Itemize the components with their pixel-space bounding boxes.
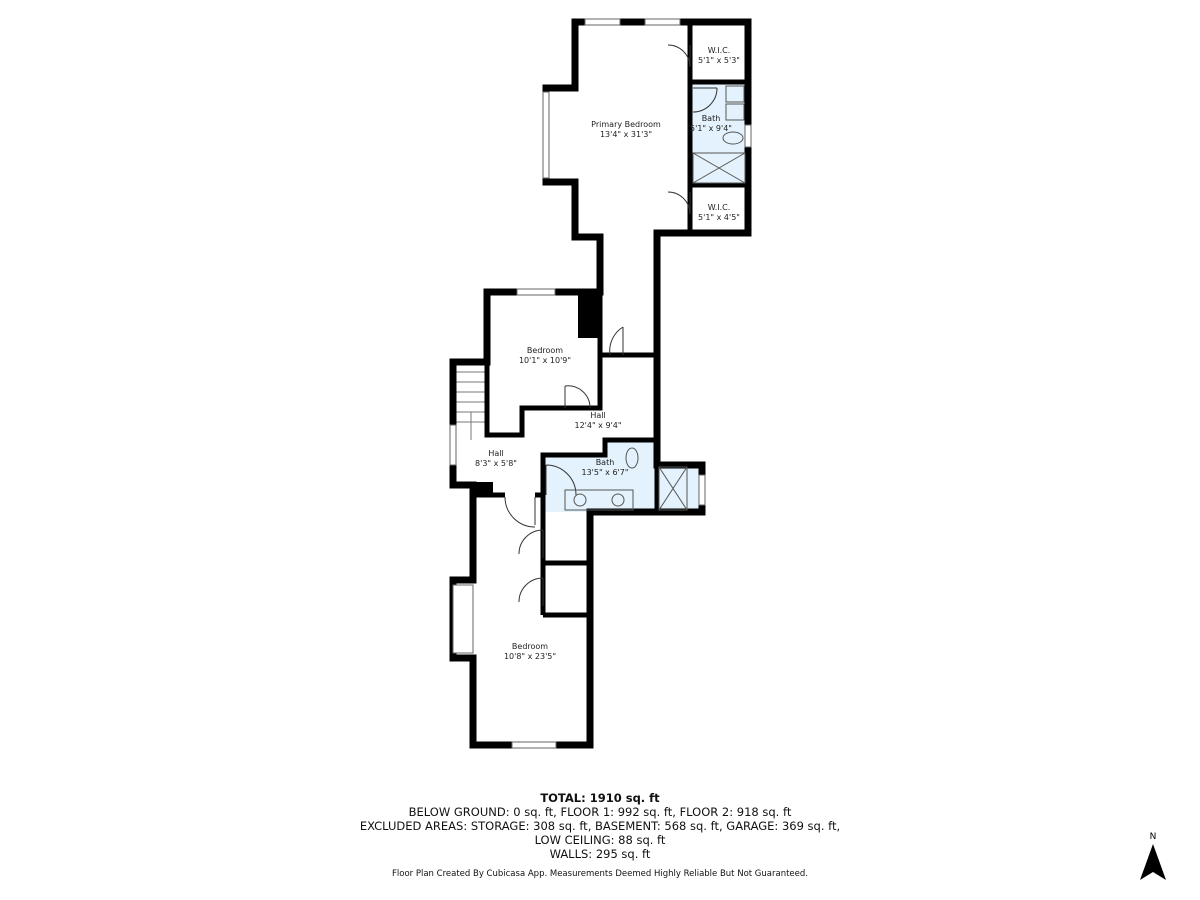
- room-name: Bedroom: [527, 346, 563, 355]
- room-name: Primary Bedroom: [591, 120, 661, 129]
- room-size: 10'1" x 10'9": [519, 356, 571, 365]
- total-area: TOTAL: 1910 sq. ft: [540, 791, 660, 805]
- room-size: 8'3" x 5'8": [475, 459, 517, 468]
- room-size: 13'4" x 31'3": [600, 130, 652, 139]
- low-ceiling-area: LOW CEILING: 88 sq. ft: [534, 833, 666, 847]
- room-size: 10'8" x 23'5": [504, 652, 556, 661]
- area-summary: TOTAL: 1910 sq. ft BELOW GROUND: 0 sq. f…: [0, 791, 1200, 861]
- north-label: N: [1149, 832, 1157, 842]
- room-size: 12'4" x 9'4": [574, 421, 621, 430]
- credit-note: Floor Plan Created By Cubicasa App. Meas…: [392, 869, 808, 879]
- room-name: Hall: [590, 411, 605, 420]
- room-name: Bath: [702, 114, 721, 123]
- room-name: Bedroom: [512, 642, 548, 651]
- room-name: Bath: [596, 458, 615, 467]
- fixtures: [564, 85, 746, 511]
- doors[interactable]: [504, 44, 718, 606]
- north-arrow-icon: [1140, 844, 1166, 880]
- room-name: W.I.C.: [708, 46, 731, 55]
- room-name: Hall: [488, 449, 503, 458]
- room-name: W.I.C.: [708, 203, 731, 212]
- compass: N: [1138, 832, 1168, 887]
- room-size: 13'5" x 6'7": [581, 468, 628, 477]
- wall-block: [578, 292, 598, 338]
- room-size: 5'1" x 4'5": [698, 213, 740, 222]
- exterior-walls: [449, 18, 752, 749]
- windows: [449, 18, 752, 749]
- excluded-areas: EXCLUDED AREAS: STORAGE: 308 sq. ft, BAS…: [359, 819, 841, 833]
- room-size: 5'1" x 5'3": [698, 56, 740, 65]
- room-size: 5'1" x 9'4": [690, 124, 732, 133]
- floor-areas: BELOW GROUND: 0 sq. ft, FLOOR 1: 992 sq.…: [408, 805, 792, 819]
- staircase: [455, 371, 487, 440]
- wall-block: [473, 482, 493, 496]
- walls-area: WALLS: 295 sq. ft: [549, 847, 651, 861]
- hall-bath-fill: [543, 440, 702, 512]
